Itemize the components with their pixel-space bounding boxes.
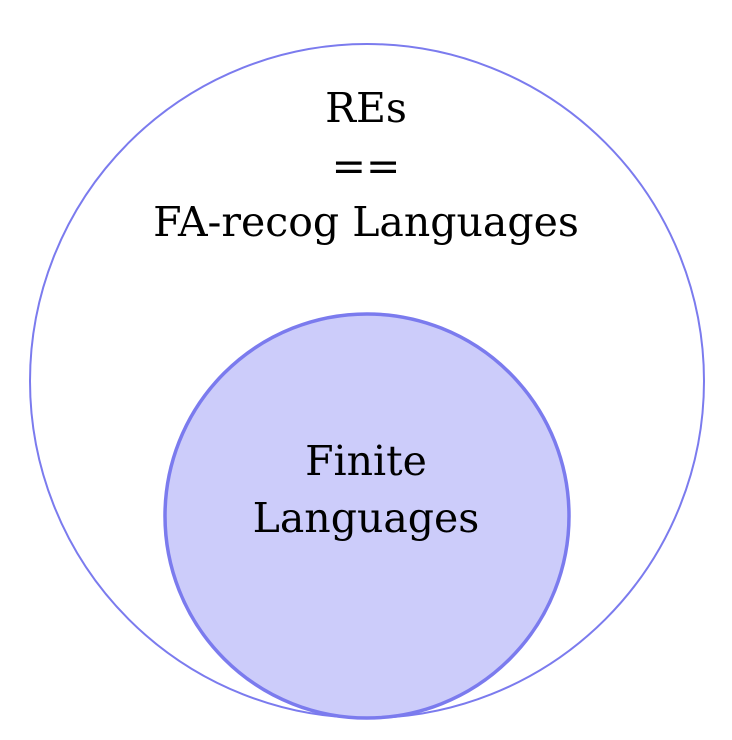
outer-set-label-line-1: REs <box>325 84 407 132</box>
outer-set-label-line-2: == <box>331 142 401 190</box>
inner-set-label-line-1: Finite <box>305 437 427 485</box>
inner-set-circle <box>163 312 571 720</box>
inner-set-label-line-2: Languages <box>252 494 480 542</box>
outer-set-label-line-3: FA-recog Languages <box>153 198 579 246</box>
